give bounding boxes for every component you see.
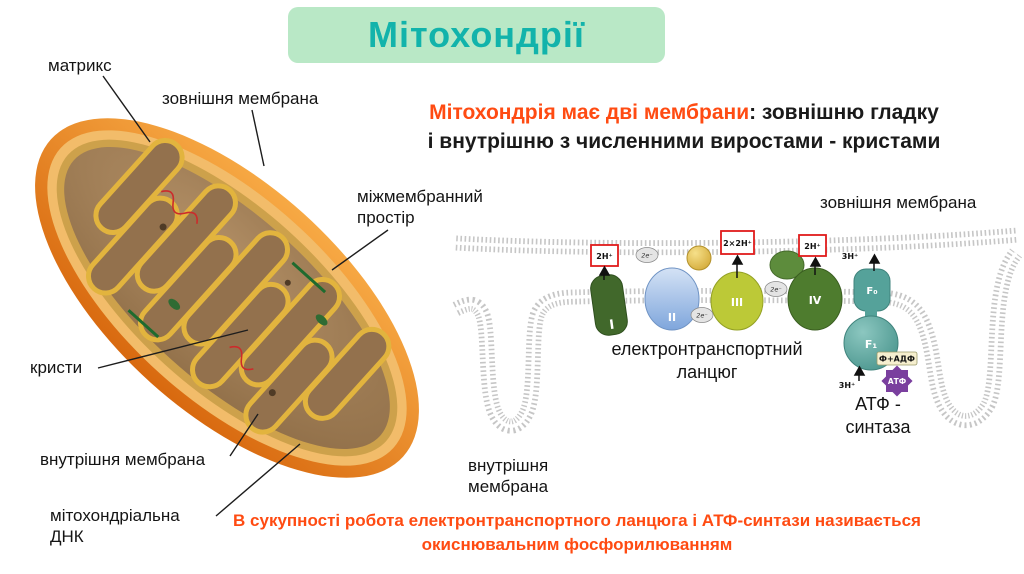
intro-line-2: і внутрішню з численними виростами - кри…: [427, 130, 941, 154]
adp-label: Ф+АДФ: [879, 355, 915, 364]
granule: [284, 279, 291, 286]
label-atp-synthase-line2: синтаза: [845, 416, 911, 437]
label-intermembrane-space: міжмембранний простір: [357, 187, 483, 228]
cytochrome-c: [769, 250, 805, 280]
adp-atp: Ф+АДФ АТФ: [876, 351, 918, 397]
cristae-folds: [85, 138, 392, 435]
title-banner: Мітохондрії: [288, 7, 665, 63]
proton-box-3-label: 2H⁺: [804, 242, 820, 251]
label-inner-membrane: внутрішня мембрана: [40, 450, 206, 469]
complex-iv-label: IV: [809, 294, 822, 307]
complex-iv: IV: [787, 267, 843, 331]
label-mitochondrial-dna: мітохондріальна ДНК: [50, 506, 180, 547]
footer-line-1: В сукупності робота електронтранспортног…: [233, 511, 921, 530]
complex-i-label: I: [608, 318, 615, 334]
atp-synthase-stalk: [865, 309, 877, 319]
label-etc-chain: електронтранспортний ланцюг: [611, 339, 803, 382]
granule: [268, 389, 276, 397]
matrix-rod: [291, 261, 327, 294]
footer-summary: В сукупності робота електронтранспортног…: [130, 509, 1024, 557]
arrow-up: [853, 365, 866, 376]
proton-box-3: [798, 234, 827, 257]
intro-text: Мітохондрія має дві мембрани: зовнішню г…: [352, 98, 1016, 157]
proton-box-2: [720, 230, 755, 255]
electron-circle: [690, 307, 714, 323]
label-outer-membrane: зовнішня мембрана: [162, 89, 319, 108]
mitochondrion-illustration: [35, 118, 419, 478]
electron-circle: [764, 281, 788, 297]
atp-label: АТФ: [888, 377, 907, 386]
arrow-up: [809, 256, 822, 267]
label-matrix: матрикс: [48, 56, 112, 75]
complex-ii-label: II: [668, 311, 676, 324]
label-cristae: кристи: [30, 358, 83, 377]
ribosome: [315, 314, 328, 326]
proton-top-label: 3H⁺: [842, 252, 858, 261]
label-etc-inner-membrane: внутрішня мембрана: [468, 456, 549, 497]
dna-squiggle: [161, 190, 198, 224]
f0-label: F₀: [866, 286, 877, 297]
arrow-up: [731, 254, 744, 265]
label-atp-synthase: АТФ - синтаза: [830, 393, 926, 438]
electron-label: 2е⁻: [770, 286, 782, 294]
proton-boxes: 2H⁺ 2×2H⁺ 2H⁺ 3H⁺ 3H⁺: [590, 230, 858, 390]
intro-rest: : зовнішню гладку: [749, 101, 939, 124]
proton-bottom-label: 3H⁺: [839, 381, 855, 390]
crista-fold: [85, 195, 180, 296]
arrow-up: [868, 253, 881, 264]
intro-highlight: Мітохондрія має дві мембрани: [429, 101, 750, 124]
intro-line-1: Мітохондрія має дві мембрани: зовнішню г…: [352, 98, 1016, 127]
page-title: Мітохондрії: [367, 14, 586, 55]
granule: [159, 223, 167, 231]
complex-i: I: [590, 274, 628, 336]
electron-transport-chain-diagram: I II III IV F₀ F₁ 2H⁺ 2×2H⁺: [452, 227, 1023, 434]
proton-box-2-label: 2×2H⁺: [723, 239, 752, 248]
electron-label: 2е⁻: [641, 252, 653, 260]
label-atp-synthase-line1: АТФ -: [855, 394, 901, 414]
ribosome: [168, 298, 181, 310]
f1-label: F₁: [865, 338, 878, 351]
electron-circle: [635, 247, 659, 263]
label-etc-outer-membrane: зовнішня мембрана: [820, 193, 977, 212]
proton-box-1-label: 2H⁺: [596, 252, 612, 261]
ubiquinone: [686, 245, 712, 271]
proton-arrows: [598, 253, 881, 381]
electron-label: 2е⁻: [696, 312, 708, 320]
complex-iii: III: [710, 271, 764, 331]
adp-tag: [876, 351, 918, 366]
complex-ii: II: [644, 267, 700, 331]
footer-line-2: окиснювальним фосфорилюванням: [421, 534, 733, 554]
mitochondrion-body: [35, 118, 419, 478]
crista-fold: [302, 326, 392, 421]
complex-iii-label: III: [731, 296, 743, 309]
arrow-up: [598, 265, 611, 276]
atp-star: [881, 365, 913, 397]
electron-carriers: 2е⁻ 2е⁻ 2е⁻: [635, 247, 788, 323]
